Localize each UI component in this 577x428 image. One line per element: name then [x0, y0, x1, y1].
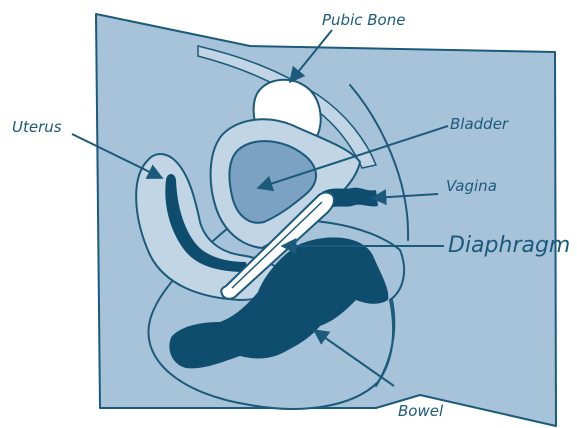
label-bowel: Bowel	[398, 402, 444, 420]
label-uterus: Uterus	[12, 118, 62, 136]
label-vagina: Vagina	[446, 177, 497, 195]
label-bladder: Bladder	[450, 115, 509, 133]
label-diaphragm: Diaphragm	[448, 233, 570, 258]
label-pubic-bone: Pubic Bone	[322, 11, 405, 29]
